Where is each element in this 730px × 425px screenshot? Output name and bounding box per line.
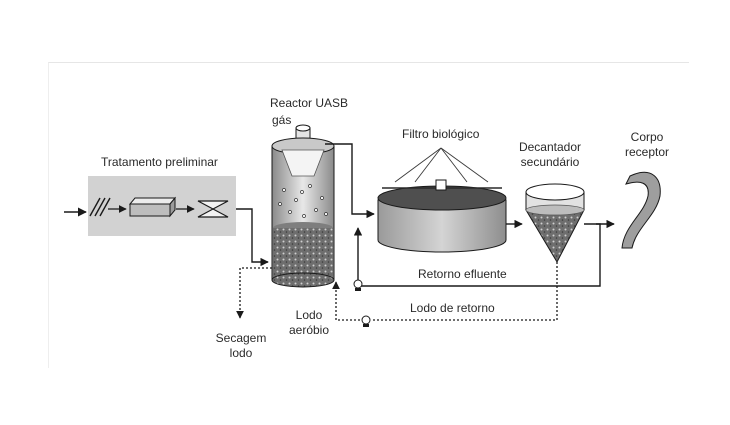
figure-frame — [48, 62, 689, 368]
label-receiving-body-line-1: Corpo — [630, 130, 664, 144]
distributor-arms — [394, 147, 489, 183]
reactor-outlet — [325, 143, 375, 219]
biological-filter — [377, 147, 523, 253]
secondary-settler — [358, 183, 615, 287]
effluent-return-line — [353, 227, 363, 291]
label-settler-line-2: secundário — [520, 155, 580, 169]
label-biological-filter: Filtro biológico — [402, 127, 480, 141]
sludge-blanket — [273, 228, 333, 280]
label-sludge-drying-line-1: Secagem — [215, 331, 267, 345]
label-preliminary-treatment: Tratamento preliminar — [101, 155, 218, 169]
preliminary-treatment — [64, 176, 269, 267]
label-effluent-return: Retorno efluente — [418, 267, 507, 281]
sludge-return-line — [332, 262, 558, 327]
sludge-drying-line — [236, 267, 272, 319]
label-aerobic-sludge-line-1: Lodo — [295, 308, 323, 322]
label-gas: gás — [272, 113, 292, 127]
label-settler-line-1: Decantador — [518, 140, 582, 154]
flow-to-reactor — [236, 208, 269, 267]
label-uasb-reactor: Reactor UASB — [270, 96, 349, 110]
grit-chamber-icon — [128, 196, 177, 218]
uasb-reactor — [271, 124, 375, 288]
label-aerobic-sludge-line-2: aeróbio — [288, 323, 330, 337]
biofilter-tank — [377, 199, 507, 253]
label-sludge-drying-line-2: lodo — [229, 346, 253, 360]
receiving-body — [621, 171, 661, 249]
label-sludge-return: Lodo de retorno — [410, 301, 495, 315]
return-pump-icon — [353, 279, 363, 291]
sludge-pump-icon — [361, 315, 371, 327]
settler-outlet — [358, 223, 601, 287]
flow-meter-icon — [197, 200, 229, 218]
label-receiving-body-line-2: receptor — [624, 145, 670, 159]
settler-cone — [525, 209, 585, 264]
gas-bubbles — [278, 184, 328, 218]
bar-screen-icon — [89, 197, 111, 217]
